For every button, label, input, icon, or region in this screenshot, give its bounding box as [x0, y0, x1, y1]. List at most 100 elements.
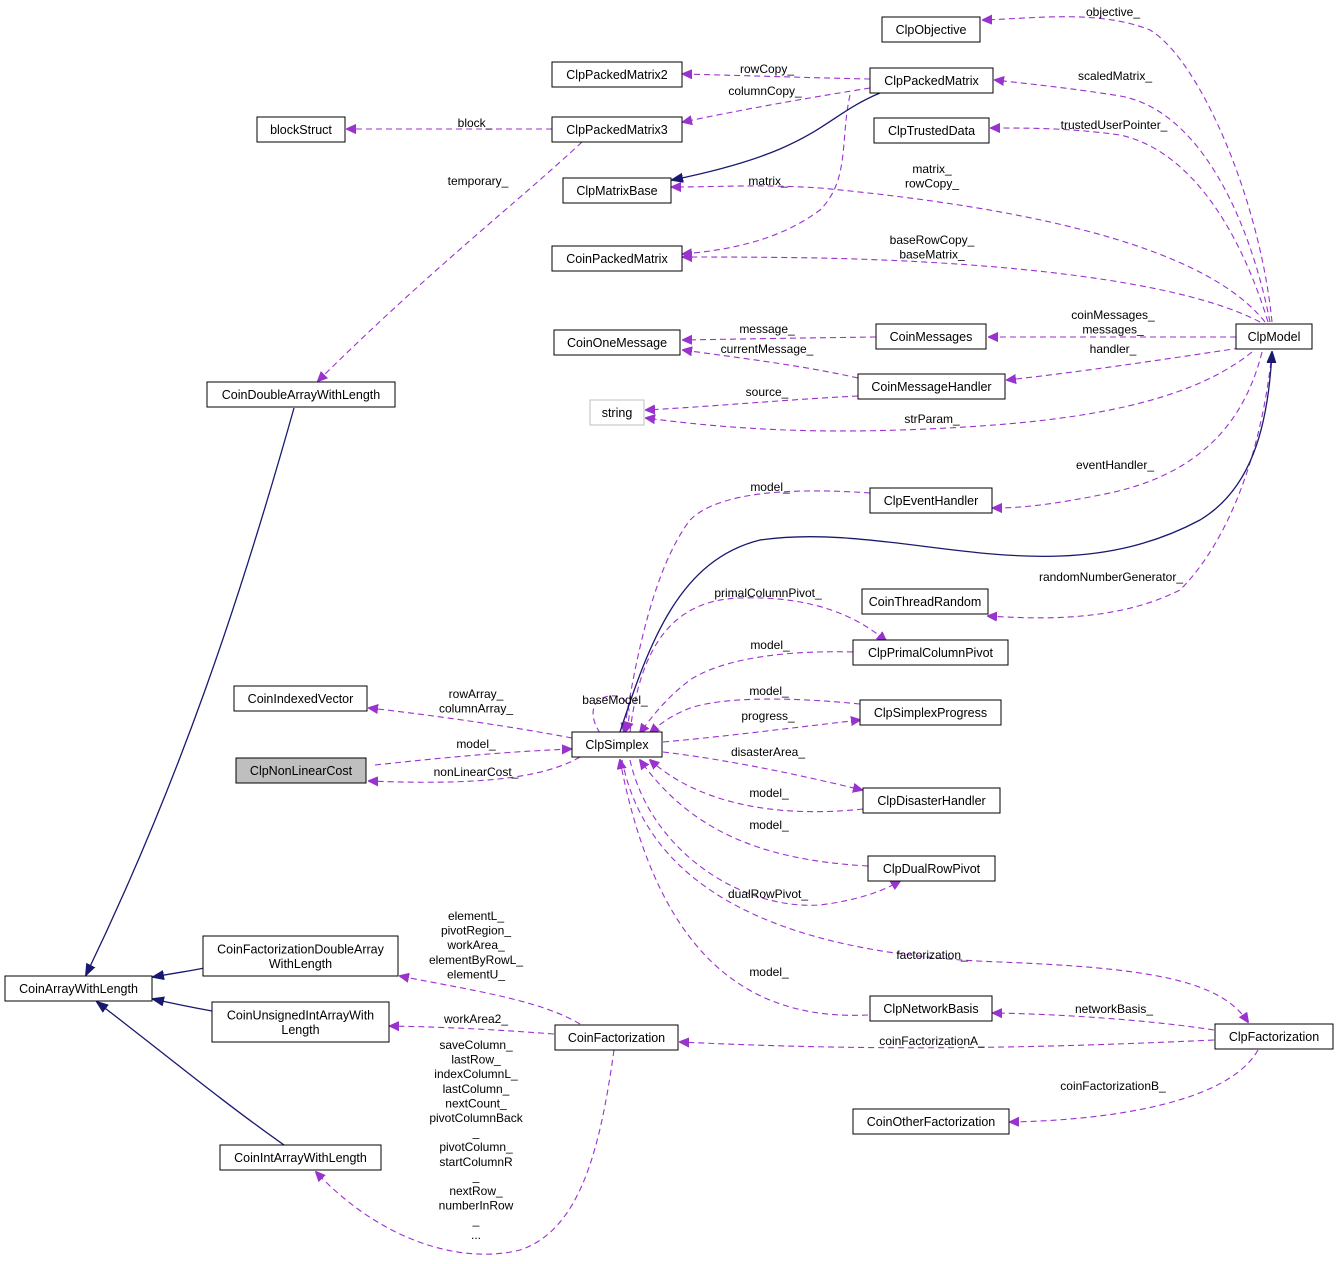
- edge-label-event-handler: eventHandler_: [1076, 458, 1154, 472]
- node-box: [202, 935, 399, 977]
- edge-randomnumbergenerator: [988, 351, 1273, 618]
- node-label: ClpSimplex: [585, 738, 649, 752]
- edge-inherit-simplex-model: [619, 352, 1272, 733]
- edge-baserowcopy: [683, 257, 1261, 323]
- node-clp-dual-row-pivot[interactable]: ClpDualRowPivot: [867, 855, 996, 882]
- node-box: [571, 731, 663, 758]
- node-clp-event-handler[interactable]: ClpEventHandler: [869, 487, 993, 514]
- node-coin-factorization[interactable]: CoinFactorization: [554, 1024, 679, 1051]
- node-label: CoinDoubleArrayWithLength: [222, 388, 380, 402]
- node-coin-thread-random[interactable]: CoinThreadRandom: [861, 588, 989, 615]
- edge-label-line: messages_: [1082, 323, 1144, 337]
- node-coin-indexed-vector[interactable]: CoinIndexedVector: [233, 685, 368, 712]
- edge-label-network-basis: networkBasis_: [1075, 1002, 1153, 1016]
- node-label: ClpFactorization: [1229, 1030, 1319, 1044]
- edge-matrixbase: [672, 186, 1266, 323]
- node-clp-packed-matrix2[interactable]: ClpPackedMatrix2: [551, 61, 683, 88]
- edge-label-line: nextRow_: [449, 1184, 503, 1198]
- node-coin-other-factorization[interactable]: CoinOtherFactorization: [852, 1108, 1010, 1135]
- node-label: WithLength: [269, 957, 332, 971]
- edge-label-line: nonLinearCost_: [434, 765, 519, 779]
- node-clp-simplex-progress[interactable]: ClpSimplexProgress: [859, 699, 1002, 726]
- edge-coinfactorizationb: [1010, 1049, 1259, 1122]
- edge-label-line: trustedUserPointer_: [1061, 118, 1168, 132]
- edge-label-coin-factorization-a: coinFactorizationA_: [879, 1034, 985, 1048]
- edge-label-line: source_: [746, 385, 789, 399]
- node-clp-non-linear-cost[interactable]: ClpNonLinearCost: [235, 757, 367, 784]
- edge-label-matrix-row-copy: matrix_rowCopy_: [905, 162, 959, 191]
- node-clp-matrix-base[interactable]: ClpMatrixBase: [562, 177, 672, 204]
- node-coin-double-array-with-length[interactable]: CoinDoubleArrayWithLength: [206, 381, 396, 408]
- node-block-struct[interactable]: blockStruct: [256, 116, 346, 143]
- node-coin-int-array-with-length[interactable]: CoinIntArrayWithLength: [219, 1144, 382, 1171]
- node-clp-disaster-handler[interactable]: ClpDisasterHandler: [862, 787, 1001, 814]
- node-clp-trusted-data[interactable]: ClpTrustedData: [873, 117, 990, 144]
- edge-model-nonlinear: [374, 749, 571, 766]
- edge-label-non-linear-cost: nonLinearCost_: [434, 765, 519, 779]
- node-box: [233, 685, 368, 712]
- edge-label-line: disasterArea_: [731, 745, 805, 759]
- edge-trusteduserpointer: [991, 128, 1269, 323]
- edge-label-line: primalColumnPivot_: [714, 586, 822, 600]
- node-label: ClpDisasterHandler: [877, 794, 985, 808]
- edge-label-line: startColumnR: [439, 1155, 513, 1169]
- node-label: ClpMatrixBase: [576, 184, 657, 198]
- node-clp-packed-matrix[interactable]: ClpPackedMatrix: [869, 67, 994, 94]
- edge-label-model-dual: model_: [749, 818, 789, 832]
- node-clp-objective[interactable]: ClpObjective: [881, 16, 981, 43]
- edge-coinfactorizationa: [680, 1040, 1215, 1049]
- edge-label-dual-row-pivot: dualRowPivot_: [728, 887, 808, 901]
- edge-label-line: coinMessages_: [1071, 308, 1155, 322]
- node-box: [551, 61, 683, 88]
- node-box: [554, 1024, 679, 1051]
- node-label: ClpDualRowPivot: [883, 862, 981, 876]
- edge-label-factorization: factorization_: [896, 948, 968, 962]
- node-clp-model[interactable]: ClpModel: [1235, 323, 1313, 350]
- edge-label-temporary: temporary_: [448, 174, 509, 188]
- edge-label-line: factorization_: [896, 948, 968, 962]
- edge-label-disaster-area: disasterArea_: [731, 745, 805, 759]
- node-string[interactable]: string: [589, 399, 645, 426]
- edge-label-line: model_: [456, 737, 496, 751]
- edge-label-line: networkBasis_: [1075, 1002, 1153, 1016]
- edge-label-current-message: currentMessage_: [721, 342, 814, 356]
- node-clp-primal-column-pivot[interactable]: ClpPrimalColumnPivot: [852, 639, 1009, 666]
- node-box: [553, 329, 681, 356]
- node-box: [852, 639, 1009, 666]
- edge-label-line: model_: [749, 786, 789, 800]
- edge-label-line: rowArray_: [449, 687, 504, 701]
- node-coin-message-handler[interactable]: CoinMessageHandler: [857, 373, 1006, 400]
- node-box: [867, 855, 996, 882]
- edge-label-line: matrix_: [912, 162, 952, 176]
- edge-label-line: ...: [471, 1228, 481, 1242]
- node-clp-factorization[interactable]: ClpFactorization: [1214, 1023, 1334, 1050]
- node-clp-simplex[interactable]: ClpSimplex: [571, 731, 663, 758]
- node-box: [562, 177, 672, 204]
- node-coin-array-with-length[interactable]: CoinArrayWithLength: [4, 975, 153, 1002]
- edge-label-line: model_: [750, 480, 790, 494]
- node-coin-packed-matrix[interactable]: CoinPackedMatrix: [551, 245, 683, 272]
- edge-label-progress: progress_: [741, 709, 795, 723]
- edge-label-row-array: rowArray_columnArray_: [439, 687, 513, 716]
- node-clp-network-basis[interactable]: ClpNetworkBasis: [869, 995, 993, 1022]
- edge-inherit-unsignedint: [153, 999, 213, 1012]
- node-coin-one-message[interactable]: CoinOneMessage: [553, 329, 681, 356]
- edge-label-line: strParam_: [904, 412, 960, 426]
- edge-label-block: block_: [458, 116, 493, 130]
- node-clp-packed-matrix3[interactable]: ClpPackedMatrix3: [551, 116, 683, 143]
- edge-label-line: model_: [749, 965, 789, 979]
- node-box: [859, 699, 1002, 726]
- edge-label-save-column: saveColumn_lastRow_indexColumnL_lastColu…: [429, 1038, 523, 1242]
- node-box: [219, 1144, 382, 1171]
- edge-label-line: workArea2_: [443, 1012, 508, 1026]
- node-box: [881, 16, 981, 43]
- edge-label-primal-column-pivot: primalColumnPivot_: [714, 586, 822, 600]
- node-coin-messages[interactable]: CoinMessages: [875, 323, 987, 350]
- node-box: [211, 1001, 390, 1043]
- edge-label-line: indexColumnL_: [434, 1067, 518, 1081]
- edge-label-scaled-matrix: scaledMatrix_: [1078, 69, 1152, 83]
- edge-label-model-primal: model_: [750, 638, 790, 652]
- edge-label-line: columnArray_: [439, 702, 513, 716]
